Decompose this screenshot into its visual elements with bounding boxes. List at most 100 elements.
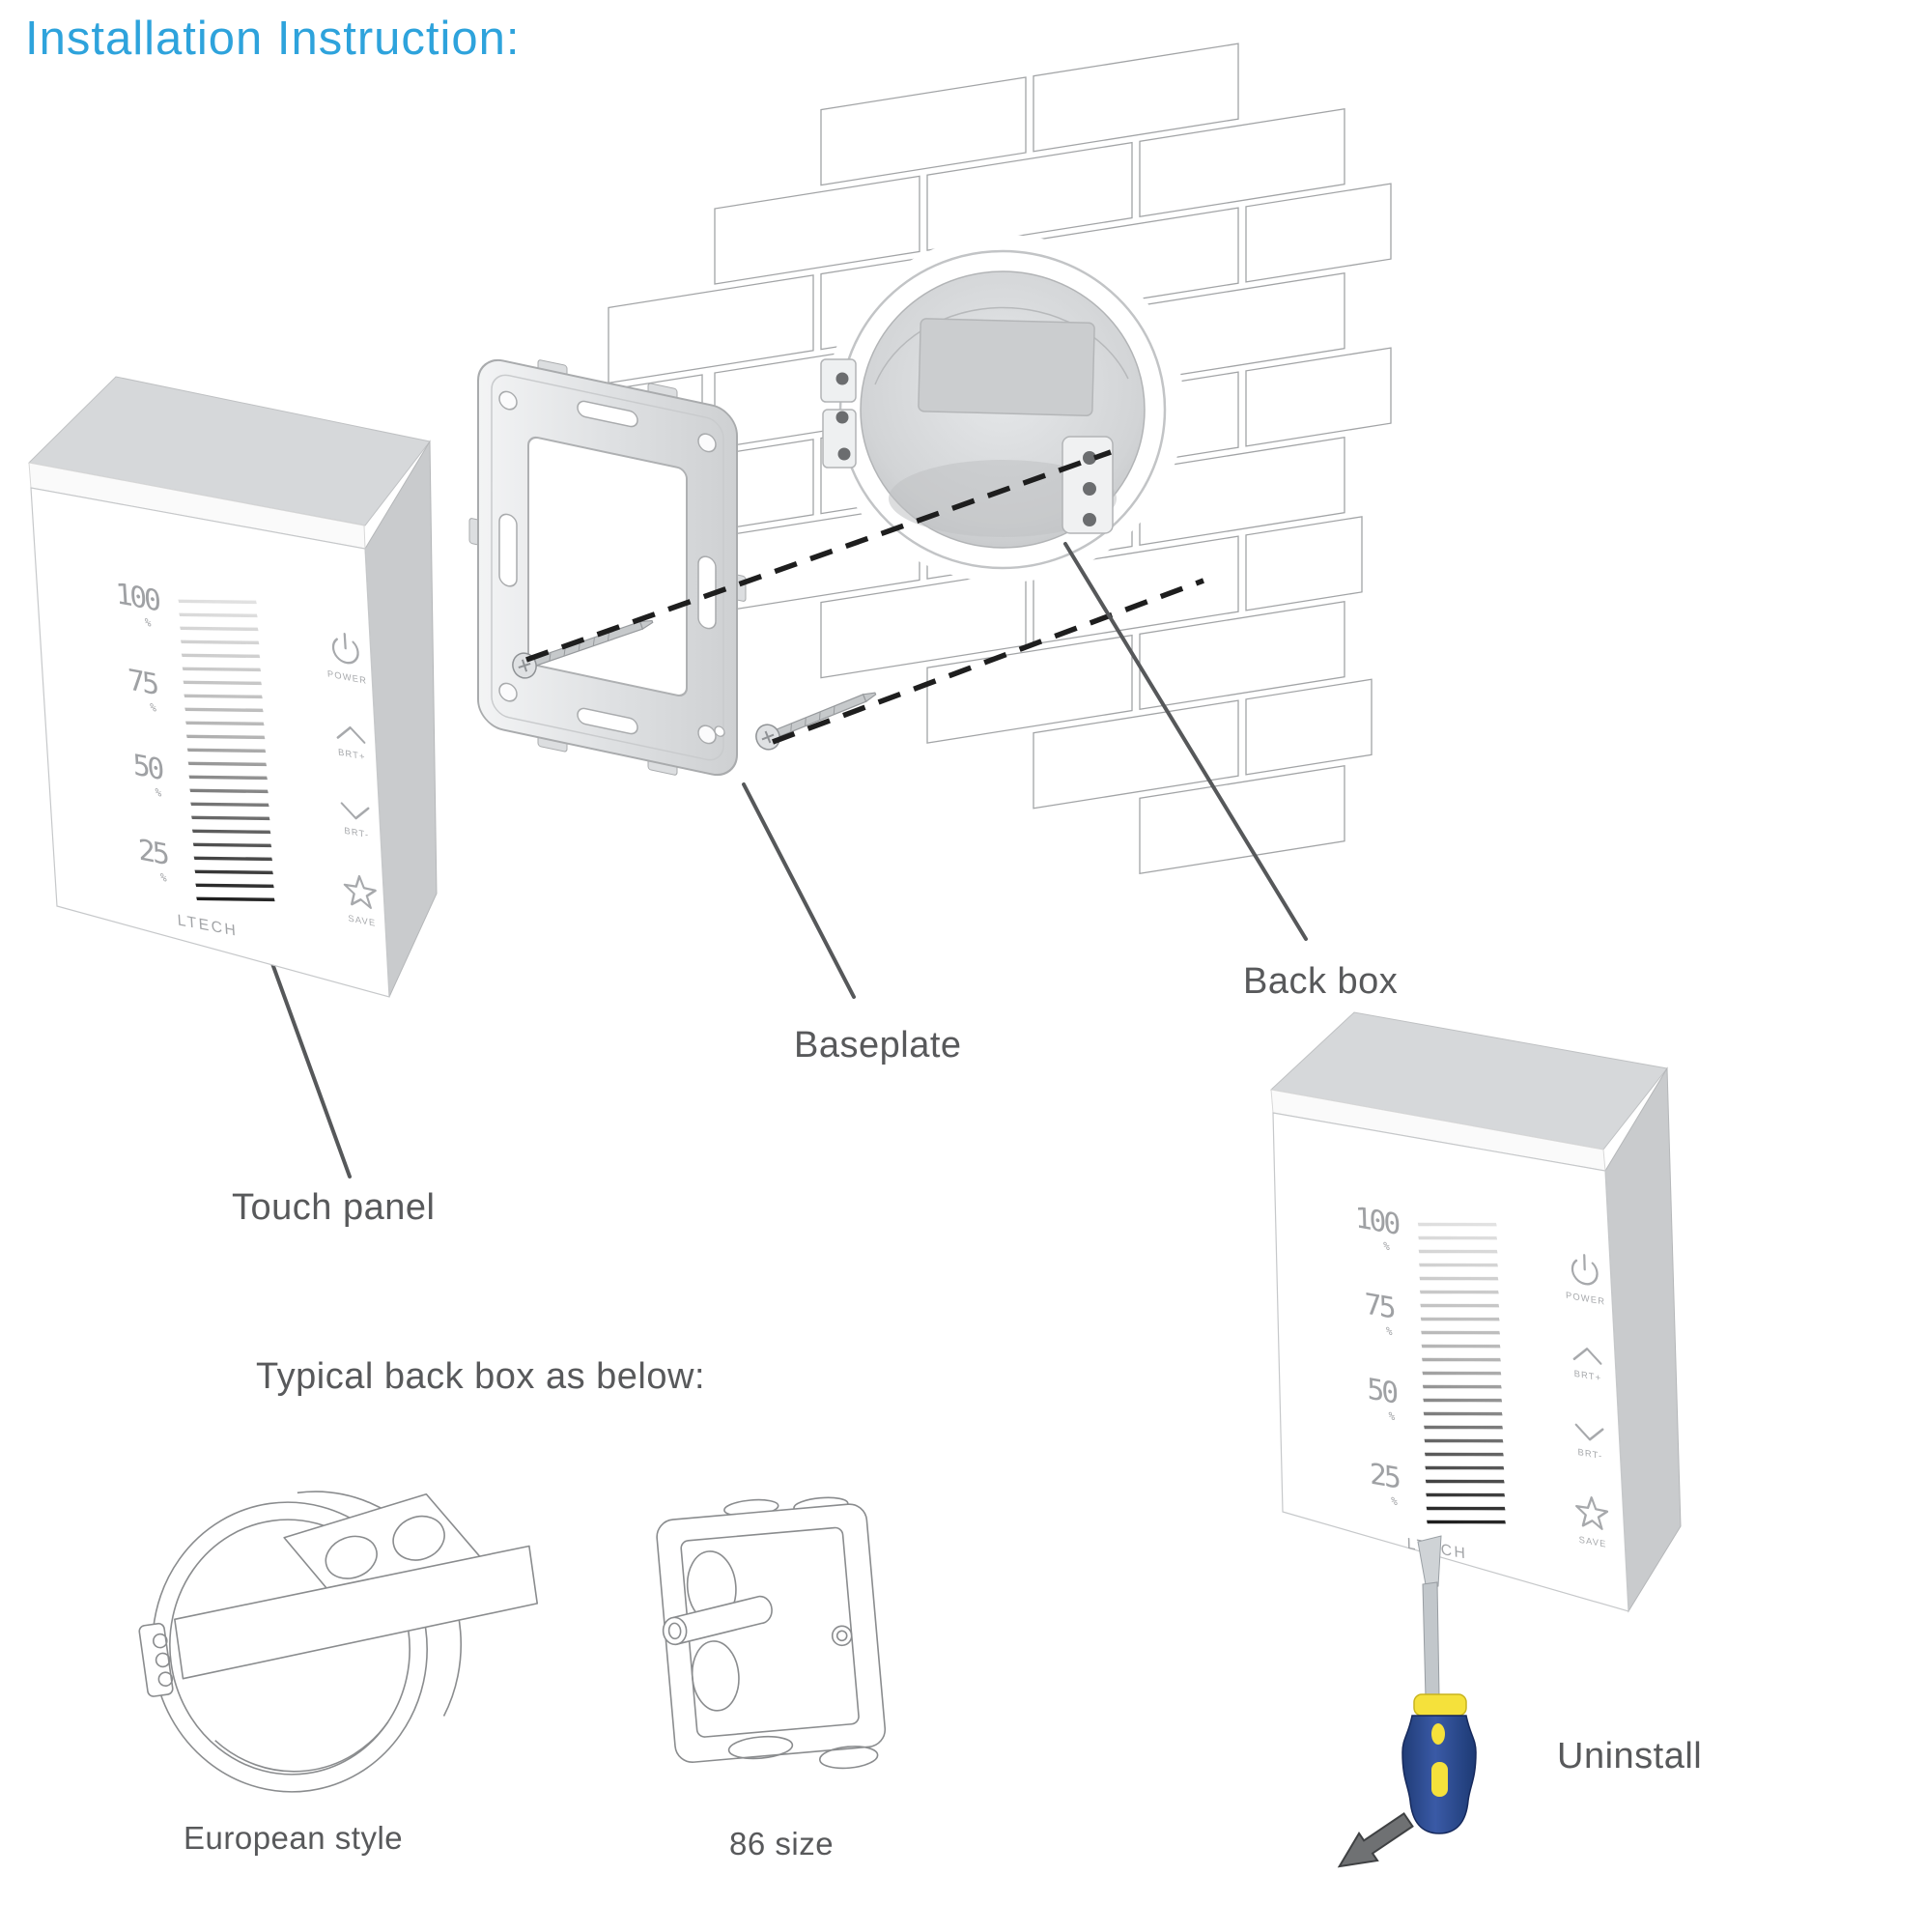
- brick: [1033, 43, 1239, 153]
- percent-scale: 100 % 75 % 50 % 25 %: [115, 577, 169, 885]
- brt-minus-label: BRT-: [1577, 1447, 1602, 1462]
- brt-plus-label: BRT+: [1573, 1369, 1601, 1384]
- tab-hole: [157, 1671, 174, 1688]
- brick: [1139, 600, 1345, 711]
- box-inner-band: [174, 1545, 539, 1680]
- cavity-edge: [874, 306, 1129, 385]
- side-hole: [831, 1625, 853, 1647]
- side-hole: [835, 1630, 848, 1642]
- chevron-down-icon: [1574, 1423, 1604, 1441]
- percent-scale: 100 % 75 % 50 % 25 %: [1354, 1201, 1401, 1508]
- save-label: SAVE: [1579, 1535, 1607, 1550]
- brick: [926, 634, 1133, 744]
- percent-100: 100: [1354, 1201, 1400, 1242]
- uninstall-caption: Uninstall: [1557, 1736, 1702, 1776]
- touch-panel-figure-uninstall: 100 % 75 % 50 % 25 % POWER BRT+: [1269, 1011, 1682, 1613]
- back-box-figure: [820, 235, 1184, 582]
- tab-hole: [153, 1633, 168, 1649]
- plate-opening: [527, 436, 688, 697]
- power-icon: [331, 632, 359, 665]
- chevron-down-icon: [340, 802, 370, 820]
- european-style-caption: European style: [184, 1820, 403, 1856]
- brick: [1033, 699, 1239, 810]
- percent-unit: %: [1391, 1494, 1398, 1508]
- brick: [714, 175, 920, 285]
- phillips-icon: [761, 730, 775, 744]
- mounting-screw: [755, 692, 877, 751]
- baseplate-leader: [742, 782, 856, 999]
- percent-unit: %: [144, 616, 152, 630]
- mounting-screw: [512, 619, 654, 679]
- knockout-oval: [727, 1735, 794, 1760]
- panel-content: 100 % 75 % 50 % 25 % POWER BRT+: [1354, 1201, 1609, 1563]
- back-box-leader: [1063, 542, 1308, 941]
- pry-direction-arrow-icon: [1337, 1811, 1414, 1868]
- touch-panel-figure: 100 % 75 % 50 % 25 % POWER BRT+: [27, 376, 438, 998]
- cavity-knockout: [918, 318, 1095, 416]
- screwdriver-shaft: [1422, 1581, 1440, 1699]
- screwdriver: [1401, 1535, 1477, 1834]
- chevron-up-icon: [336, 725, 366, 744]
- brick: [1245, 347, 1392, 447]
- percent-25: 25: [1370, 1457, 1401, 1495]
- tab-hole: [155, 1652, 171, 1668]
- star-icon: [1575, 1496, 1609, 1530]
- percent-unit: %: [155, 786, 162, 800]
- size-86-caption: 86 size: [729, 1826, 834, 1861]
- percent-50: 50: [132, 749, 165, 788]
- brick: [1139, 764, 1345, 875]
- brt-plus-label: BRT+: [338, 747, 366, 762]
- alignment-dash-line: [525, 449, 1112, 663]
- page-title: Installation Instruction:: [25, 13, 521, 65]
- handle-accent: [1431, 1723, 1445, 1745]
- plate-slot: [577, 707, 638, 735]
- screw-hole: [835, 411, 849, 424]
- panel-front-face: [30, 487, 390, 998]
- alignment-dash-line: [772, 578, 1204, 745]
- brick: [1245, 516, 1363, 611]
- brt-minus-label: BRT-: [344, 826, 369, 841]
- brightness-up-button: BRT+: [1572, 1348, 1602, 1384]
- plate-hole: [498, 390, 518, 411]
- brick: [820, 569, 1027, 679]
- power-icon: [1571, 1254, 1599, 1286]
- plate-hole: [697, 724, 717, 745]
- brightness-down-button: BRT-: [1574, 1423, 1604, 1462]
- touch-panel-face: 100 % 75 % 50 % 25 % POWER BRT+: [1354, 1201, 1609, 1563]
- percent-25: 25: [137, 834, 169, 873]
- handle-collar: [1413, 1693, 1467, 1717]
- knockout-oval: [819, 1746, 879, 1770]
- star-icon: [343, 874, 377, 909]
- brightness-up-button: BRT+: [336, 725, 366, 763]
- plate-hole: [498, 682, 518, 702]
- screw-hole: [835, 372, 849, 385]
- dimmer-slider: [1417, 1222, 1506, 1524]
- european-style-box-figure: [138, 1491, 539, 1793]
- chevron-up-icon: [1572, 1348, 1602, 1365]
- brick: [608, 274, 814, 384]
- dimmer-slider: [178, 599, 275, 902]
- percent-50: 50: [1367, 1372, 1399, 1410]
- back-box-caption: Back box: [1243, 961, 1398, 1002]
- screw-hole: [1083, 482, 1096, 496]
- brick: [1139, 107, 1345, 218]
- plate-slot: [577, 400, 638, 428]
- brick: [1245, 183, 1392, 283]
- plate-slot: [498, 513, 518, 587]
- plate-hole: [697, 433, 717, 453]
- panel-front-face: [1272, 1112, 1629, 1612]
- touch-panel-caption: Touch panel: [232, 1187, 435, 1228]
- plate-hole: [714, 725, 725, 737]
- typical-back-box-heading: Typical back box as below:: [256, 1356, 705, 1397]
- percent-unit: %: [1383, 1239, 1390, 1253]
- cavity-shadow: [889, 460, 1117, 537]
- percent-unit: %: [160, 871, 168, 885]
- baseplate-caption: Baseplate: [794, 1025, 962, 1065]
- box-inner-arc: [214, 1721, 389, 1773]
- screw-hole: [837, 447, 851, 461]
- knockout-oval: [392, 1515, 445, 1561]
- screw-hole: [1083, 513, 1096, 526]
- touch-panel-leader: [269, 956, 352, 1179]
